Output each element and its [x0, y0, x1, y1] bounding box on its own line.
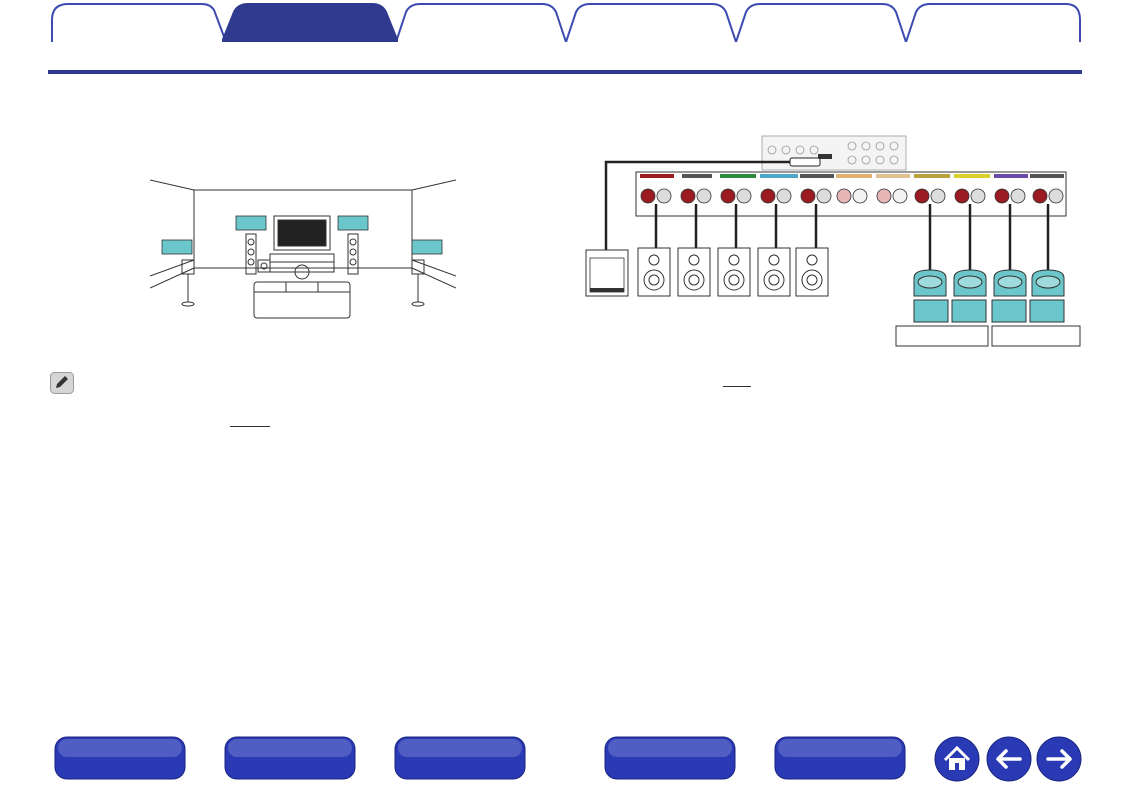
- tab-1[interactable]: [50, 2, 226, 42]
- footer-button-4[interactable]: [604, 736, 736, 780]
- link-underline: [723, 386, 751, 387]
- tab-6[interactable]: [906, 2, 1082, 42]
- tab-2-active[interactable]: [222, 2, 398, 42]
- forward-arrow-icon[interactable]: [1036, 736, 1082, 782]
- tab-underline: [48, 70, 1082, 74]
- speaker-room-layout-illustration: [150, 179, 456, 319]
- tab-4[interactable]: [566, 2, 736, 42]
- link-underline: [230, 426, 270, 427]
- footer-button-2[interactable]: [224, 736, 356, 780]
- home-icon[interactable]: [934, 736, 980, 782]
- back-arrow-icon[interactable]: [986, 736, 1032, 782]
- speaker-connection-diagram: [585, 135, 1081, 347]
- footer-button-1[interactable]: [54, 736, 186, 780]
- footer-button-3[interactable]: [394, 736, 526, 780]
- tab-5[interactable]: [736, 2, 906, 42]
- footer-button-5[interactable]: [774, 736, 906, 780]
- pencil-note-icon: [50, 372, 74, 394]
- tab-3[interactable]: [396, 2, 566, 42]
